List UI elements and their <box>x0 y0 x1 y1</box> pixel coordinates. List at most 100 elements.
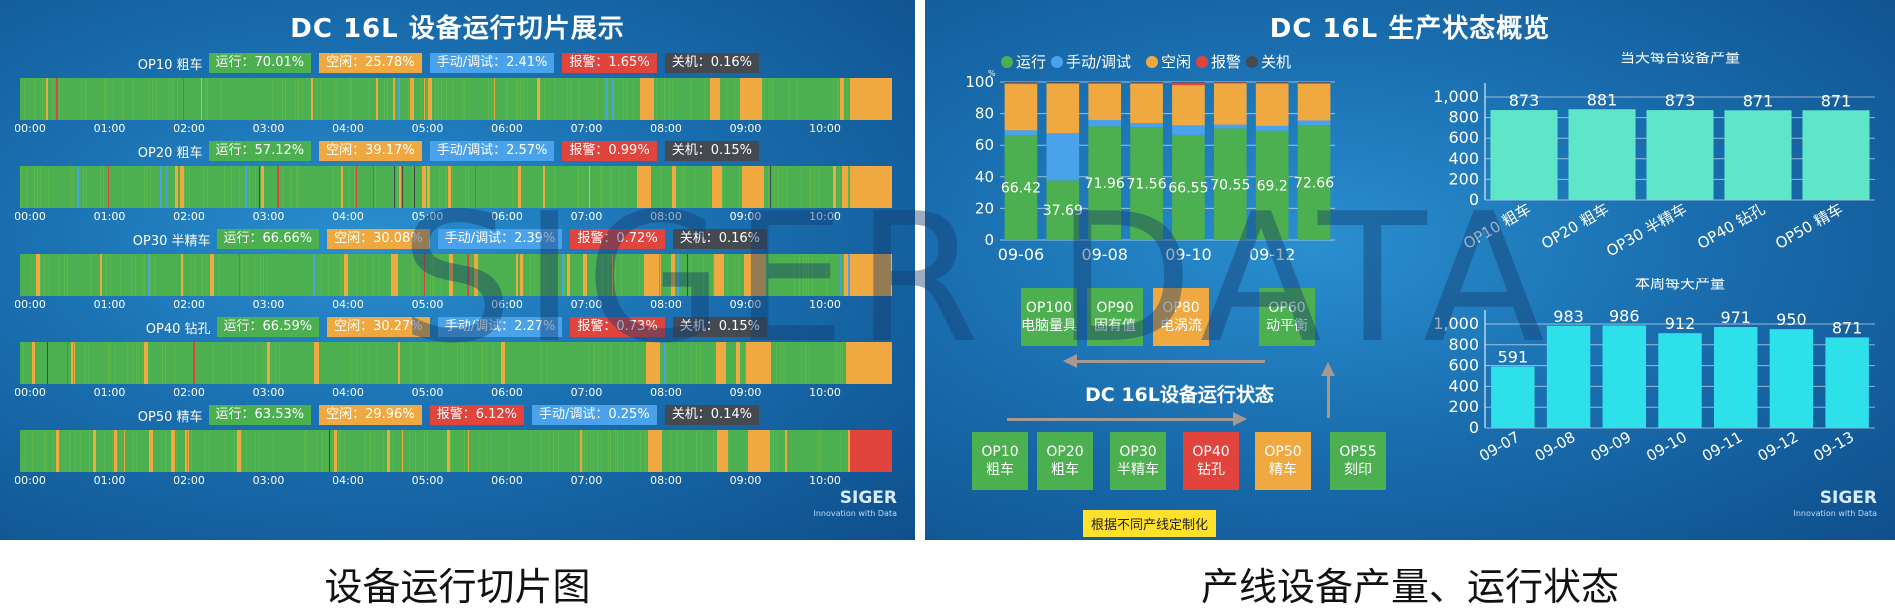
state-segment <box>138 342 139 384</box>
time-tick: 08:00 <box>650 122 682 135</box>
state-segment <box>491 430 492 472</box>
time-tick: 03:00 <box>253 386 285 399</box>
state-segment <box>602 166 603 208</box>
data-label: 871 <box>1832 318 1863 337</box>
status-badge-idle: 空闲：29.96% <box>319 405 422 425</box>
state-segment <box>738 254 739 296</box>
state-segment <box>246 254 247 296</box>
state-segment <box>260 254 261 296</box>
state-segment <box>518 166 521 208</box>
left-brand-logo: SIGER Innovation with Data <box>813 488 897 518</box>
state-segment <box>505 78 506 120</box>
state-segment <box>794 254 795 296</box>
state-segment <box>121 430 122 472</box>
state-segment <box>320 78 321 120</box>
state-segment <box>69 430 70 472</box>
state-segment <box>615 254 616 296</box>
state-segment <box>478 254 479 296</box>
state-segment <box>399 166 401 208</box>
state-segment <box>267 342 270 384</box>
state-segment <box>448 166 451 208</box>
state-segment <box>356 166 357 208</box>
state-segment <box>103 166 104 208</box>
output-bar <box>1825 337 1868 428</box>
state-segment <box>424 254 425 296</box>
state-segment <box>450 430 451 472</box>
state-segment <box>402 166 403 208</box>
row-stats: OP50 精车运行：63.53%空闲：29.96%报警：6.12%手动/调试：0… <box>138 404 767 426</box>
x-tick-label: 09-08 <box>1532 428 1579 465</box>
state-segment <box>332 430 333 472</box>
state-segment <box>626 78 627 120</box>
machine-label: OP20 粗车 <box>138 142 203 161</box>
state-segment <box>391 254 394 296</box>
status-badge-run: 运行：66.66% <box>217 229 320 249</box>
state-segment <box>427 430 428 472</box>
state-segment <box>806 254 807 296</box>
state-segment <box>582 430 583 472</box>
state-segment <box>608 430 609 472</box>
state-segment <box>491 78 492 120</box>
data-label: 983 <box>1553 307 1584 326</box>
state-segment <box>112 430 113 472</box>
state-segment <box>115 342 116 384</box>
time-tick: 01:00 <box>94 210 126 223</box>
state-segment <box>412 254 413 296</box>
row-stats: OP20 粗车运行：57.12%空闲：39.17%手动/调试：2.57%报警：0… <box>138 140 767 162</box>
state-segment <box>439 166 440 208</box>
state-segment <box>156 78 157 120</box>
state-segment <box>734 254 735 296</box>
state-segment <box>523 254 524 296</box>
state-segment <box>633 78 634 120</box>
state-segment <box>370 430 371 472</box>
state-segment <box>83 166 84 208</box>
state-segment <box>803 254 804 296</box>
time-tick: 06:00 <box>491 122 523 135</box>
status-badge-run: 运行：63.53% <box>209 405 312 425</box>
state-segment <box>408 78 409 120</box>
state-segment <box>354 166 355 208</box>
state-segment <box>207 78 208 120</box>
state-segment <box>562 254 564 296</box>
time-tick: 04:00 <box>332 386 364 399</box>
state-segment <box>714 254 724 296</box>
time-tick: 06:00 <box>491 474 523 487</box>
state-segment <box>73 166 74 208</box>
state-segment <box>575 430 576 472</box>
state-segment <box>610 342 611 384</box>
state-segment <box>578 166 579 208</box>
state-segment <box>209 430 210 472</box>
state-segment <box>812 254 813 296</box>
state-segment <box>544 78 545 120</box>
state-segment <box>464 430 465 472</box>
x-tick-label: OP40 钻孔 <box>1694 200 1768 253</box>
state-segment <box>424 78 425 120</box>
state-segment <box>186 166 187 208</box>
state-segment <box>682 430 683 472</box>
state-segment <box>610 430 611 472</box>
state-segment <box>471 254 472 296</box>
state-segment <box>677 254 679 296</box>
state-segment <box>617 430 618 472</box>
data-label: 871 <box>1743 91 1774 110</box>
timeline-row: OP50 精车运行：63.53%空闲：29.96%报警：6.12%手动/调试：0… <box>0 404 915 490</box>
state-segment <box>166 166 167 208</box>
state-segment <box>512 166 513 208</box>
state-segment <box>255 430 256 472</box>
state-segment <box>840 342 841 384</box>
state-segment <box>333 166 334 208</box>
time-tick: 01:00 <box>94 298 126 311</box>
time-tick: 06:00 <box>491 210 523 223</box>
state-segment <box>184 166 185 208</box>
x-tick-label: OP50 精车 <box>1772 200 1846 253</box>
state-segment <box>656 78 657 120</box>
state-segment <box>338 430 339 472</box>
state-segment <box>540 78 541 120</box>
state-segment <box>175 166 178 208</box>
state-segment <box>799 254 800 296</box>
state-segment <box>704 78 705 120</box>
state-segment <box>543 166 545 208</box>
state-segment <box>679 342 680 384</box>
state-segment <box>635 342 636 384</box>
